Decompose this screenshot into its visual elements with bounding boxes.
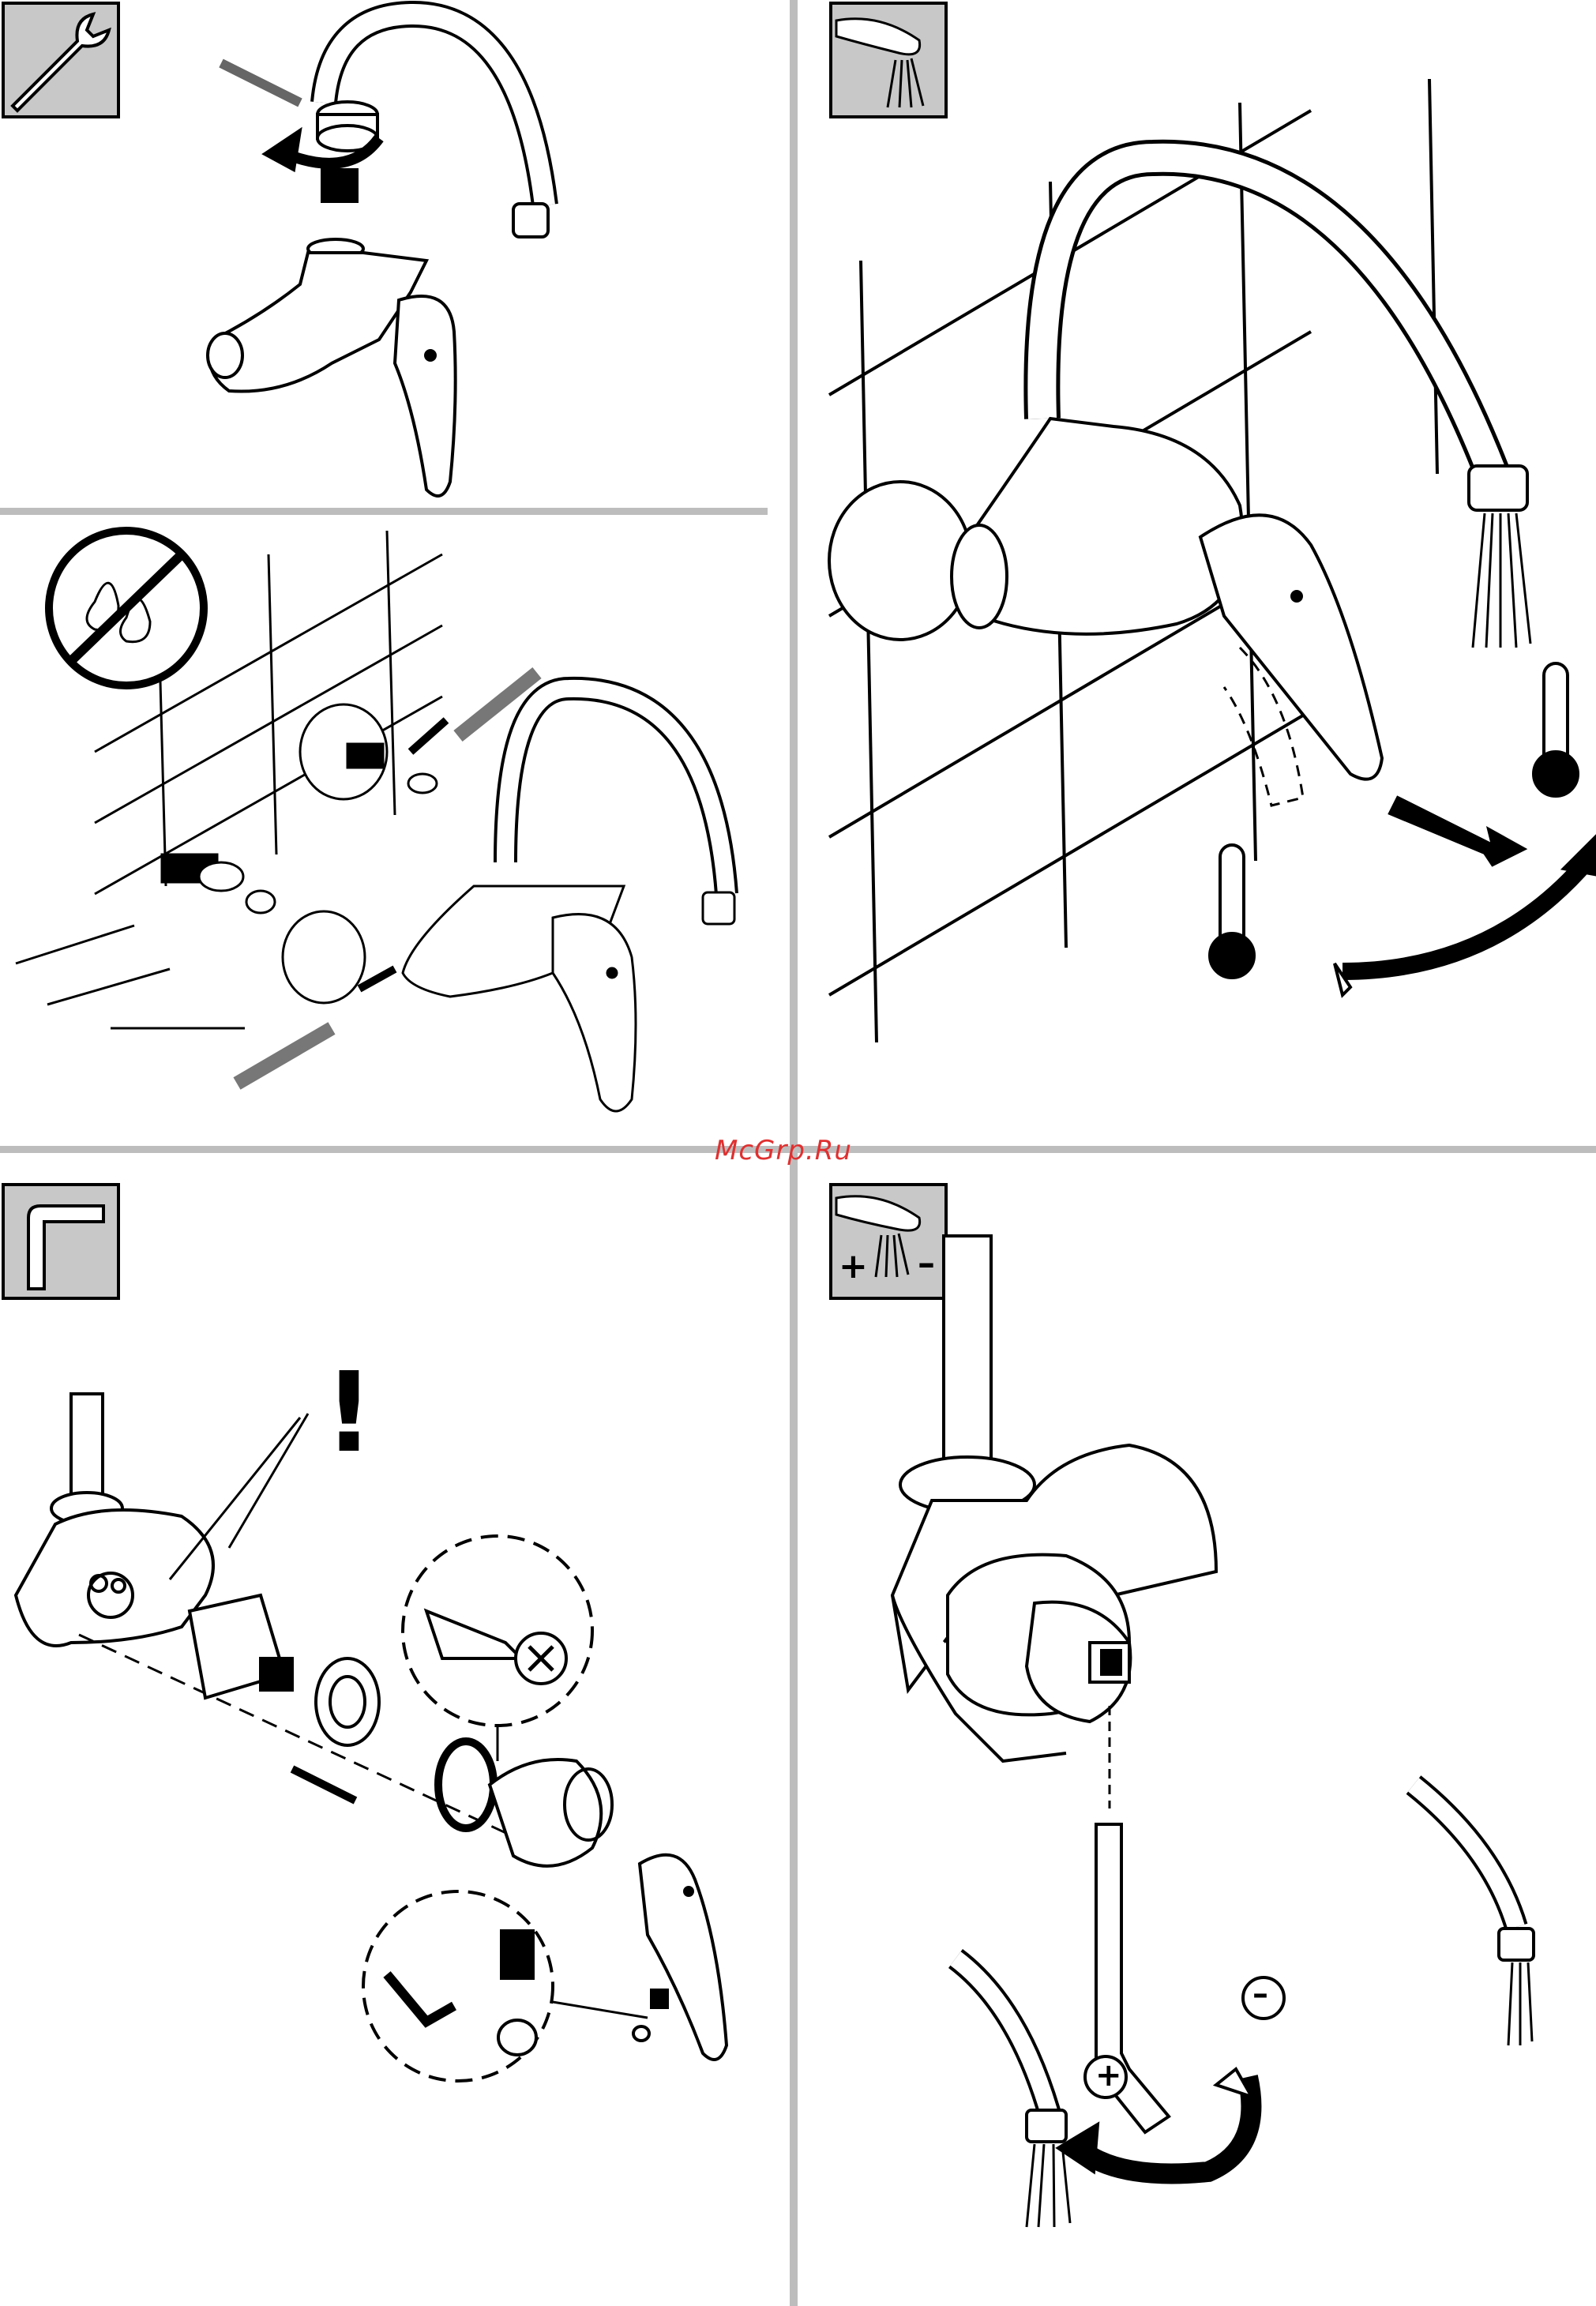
panel-wall-mount	[0, 515, 790, 1146]
thermometer-cold-icon	[1210, 845, 1254, 978]
spout-removal-drawing	[0, 0, 790, 508]
thermometer-hot-icon	[1534, 663, 1578, 796]
horizontal-divider-top-left	[0, 508, 768, 515]
panel-cartridge-disassembly: !	[0, 1153, 790, 2306]
panel-remove-spout	[0, 0, 790, 508]
panel-temperature-adjust: + – – +	[798, 1153, 1596, 2306]
temperature-operation-drawing	[798, 0, 1596, 1146]
panel-operate-temperature	[798, 0, 1596, 1146]
wall-mount-drawing	[0, 515, 790, 1146]
adjust-plus-label: +	[1095, 2060, 1122, 2091]
temperature-adjust-drawing	[798, 1153, 1596, 2306]
cartridge-exploded-drawing	[0, 1153, 790, 2306]
adjust-minus-label: –	[1252, 1978, 1268, 2010]
